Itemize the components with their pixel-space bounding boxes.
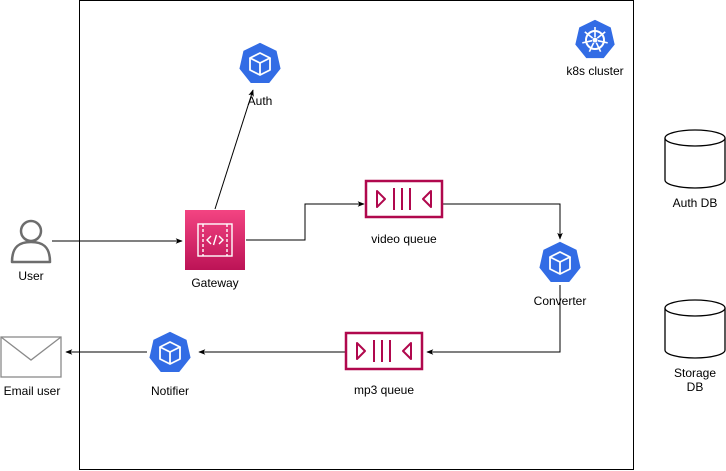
- auth-service-icon: [237, 41, 283, 85]
- auth-db-label: Auth DB: [673, 196, 718, 210]
- converter-label: Converter: [534, 294, 587, 308]
- video-queue-label: video queue: [371, 232, 437, 246]
- storage-db-icon: [664, 299, 726, 359]
- auth-db-icon: [664, 129, 726, 189]
- email-user-label: Email user: [4, 384, 61, 398]
- mp3-queue-icon: [344, 331, 424, 371]
- k8s-cluster-boundary: [79, 0, 634, 470]
- edge-video-queue-converter: [443, 203, 563, 240]
- storage-db-label-line2: DB: [687, 380, 704, 394]
- video-queue-icon: [364, 179, 444, 219]
- api-gateway-icon: [185, 210, 245, 270]
- notifier-label: Notifier: [151, 384, 189, 398]
- gateway-label: Gateway: [191, 276, 238, 290]
- cluster-label: k8s cluster: [566, 64, 623, 78]
- user-label: User: [18, 269, 43, 283]
- kubernetes-logo-icon: [573, 18, 617, 60]
- edge-converter-mp3-queue: [426, 285, 561, 355]
- storage-db-label-line1: Storage: [674, 366, 716, 380]
- edge-gateway-video-queue: [246, 201, 365, 241]
- edge-gateway-auth: [214, 89, 254, 210]
- auth-label: Auth: [248, 94, 273, 108]
- user-icon: [10, 219, 52, 264]
- notifier-service-icon: [147, 330, 193, 374]
- converter-service-icon: [537, 240, 583, 284]
- mp3-queue-label: mp3 queue: [354, 383, 414, 397]
- envelope-icon: [0, 336, 62, 378]
